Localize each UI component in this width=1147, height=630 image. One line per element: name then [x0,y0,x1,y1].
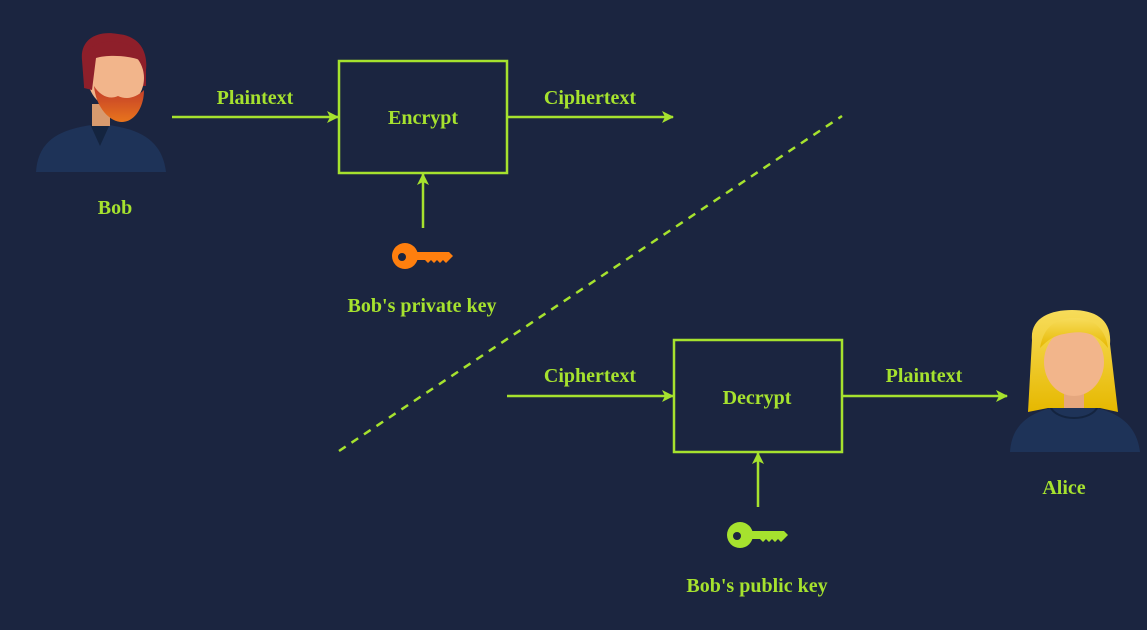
sender-name: Bob [97,197,133,219]
encrypt-output-label: Ciphertext [543,87,637,109]
blonde-woman-avatar-icon [1010,310,1140,452]
decrypt-output-label: Plaintext [885,365,963,387]
private-key-label: Bob's private key [347,295,497,317]
public-key-label: Bob's public key [686,575,828,597]
encrypt-box-label: Encrypt [388,107,458,129]
channel-separator-line [338,114,843,453]
decrypt-box-label: Decrypt [722,387,792,409]
public-key-icon [727,522,788,548]
decrypt-input-label: Ciphertext [543,365,637,387]
receiver-name: Alice [1042,477,1086,499]
bearded-man-avatar-icon [36,33,166,172]
encrypt-input-label: Plaintext [216,87,294,109]
private-key-icon [392,243,453,269]
